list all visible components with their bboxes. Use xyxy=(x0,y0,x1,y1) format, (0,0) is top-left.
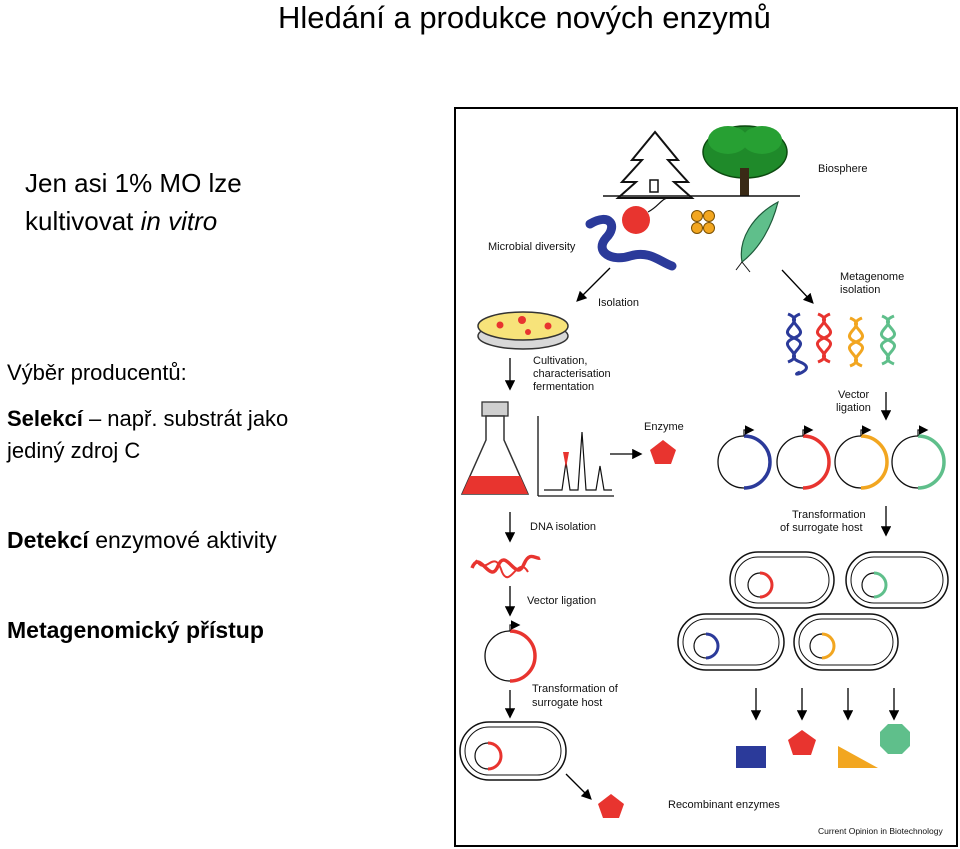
recombinant-octagon-icon xyxy=(880,724,910,754)
culturable-note-line1: Jen asi 1% MO lze xyxy=(25,168,242,198)
plasmid-left-icon xyxy=(484,620,537,683)
deciduous-tree-icon xyxy=(702,125,788,196)
enzyme-pentagon-icon xyxy=(650,440,676,464)
detection-rest: enzymové aktivity xyxy=(88,527,277,553)
isolation-arrow xyxy=(576,267,611,302)
diagram-frame xyxy=(454,107,958,847)
recombinant-pentagon-icon xyxy=(788,730,816,755)
conifer-tree-icon xyxy=(615,130,695,199)
transformation-left-2: surrogate host xyxy=(532,697,602,709)
plasmid-orange-icon xyxy=(834,425,889,490)
cultivation-label-1: Cultivation, xyxy=(533,355,587,367)
vector-ligation-right-1: Vector xyxy=(838,389,870,401)
vector-ligation-left-label: Vector ligation xyxy=(527,595,596,607)
metagenome-label-1: Metagenome xyxy=(840,271,904,283)
enzyme-label: Enzyme xyxy=(644,421,684,433)
producer-selection-heading: Výběr producentů: xyxy=(7,360,187,385)
host-cell-green-icon xyxy=(845,551,949,609)
recombinant-enzyme-left-icon xyxy=(598,794,624,818)
recombinant-triangle-icon xyxy=(838,746,878,768)
detection-line: Detekcí enzymové aktivity xyxy=(7,527,277,554)
culturable-note-prefix: kultivovat xyxy=(25,206,141,236)
isolated-dna-icon xyxy=(470,554,541,574)
fermentation-flask-icon xyxy=(460,401,530,495)
selection-rest: – např. substrát jako xyxy=(82,406,289,431)
metagenomic-approach: Metagenomický přístup xyxy=(7,617,264,643)
carbon-source-line: jediný zdroj C xyxy=(7,438,141,463)
recombinant-enzymes-label: Recombinant enzymes xyxy=(668,799,780,811)
transformation-left-1: Transformation of xyxy=(532,683,619,695)
culturable-note-line2: kultivovat in vitro xyxy=(25,206,217,237)
metagenome-label-2: isolation xyxy=(840,284,880,296)
transformation-right-2: of surrogate host xyxy=(780,522,863,534)
plasmid-red-icon xyxy=(776,425,831,490)
coccus-microbe-icon xyxy=(622,206,650,234)
filamentous-microbe-icon xyxy=(585,214,677,271)
recombinant-square-icon xyxy=(736,746,766,768)
selection-bold: Selekcí xyxy=(7,406,83,431)
journal-credit: Current Opinion in Biotechnology xyxy=(818,826,943,836)
chromatogram-icon xyxy=(537,416,614,497)
root-microbe-icon xyxy=(740,200,779,264)
selection-line: Selekcí – např. substrát jako xyxy=(7,406,288,432)
page-title: Hledání a produkce nových enzymů xyxy=(278,0,771,35)
dna-isolation-label: DNA isolation xyxy=(530,521,596,533)
plasmid-blue-icon xyxy=(717,425,772,490)
host-cell-orange-icon xyxy=(793,613,899,671)
host-cell-left-icon xyxy=(459,721,567,781)
transformation-right-1: Transformation xyxy=(792,509,866,521)
microbial-diversity-label: Microbial diversity xyxy=(488,241,576,253)
host-cell-red-icon xyxy=(729,551,835,609)
metagenome-dna-icons xyxy=(785,312,897,376)
cultivation-label-3: fermentation xyxy=(533,381,594,393)
host-cell-blue-icon xyxy=(677,613,785,671)
plasmid-green-icon xyxy=(891,425,946,490)
isolation-label: Isolation xyxy=(598,297,639,309)
isolated-dna-strand-icon xyxy=(475,559,529,579)
metagenome-arrow xyxy=(781,269,814,304)
flagellum-icon xyxy=(647,197,673,213)
biosphere-label: Biosphere xyxy=(818,163,868,175)
detection-bold: Detekcí xyxy=(7,527,89,553)
roots-icon xyxy=(735,261,751,273)
vector-ligation-right-2: ligation xyxy=(836,402,871,414)
petri-dish-icon xyxy=(477,311,569,350)
in-vitro-text: in vitro xyxy=(140,206,218,236)
tetrad-microbe-icon xyxy=(691,210,715,234)
cultivation-label-2: characterisation xyxy=(533,368,611,380)
recombinant-left-arrow xyxy=(565,773,592,800)
